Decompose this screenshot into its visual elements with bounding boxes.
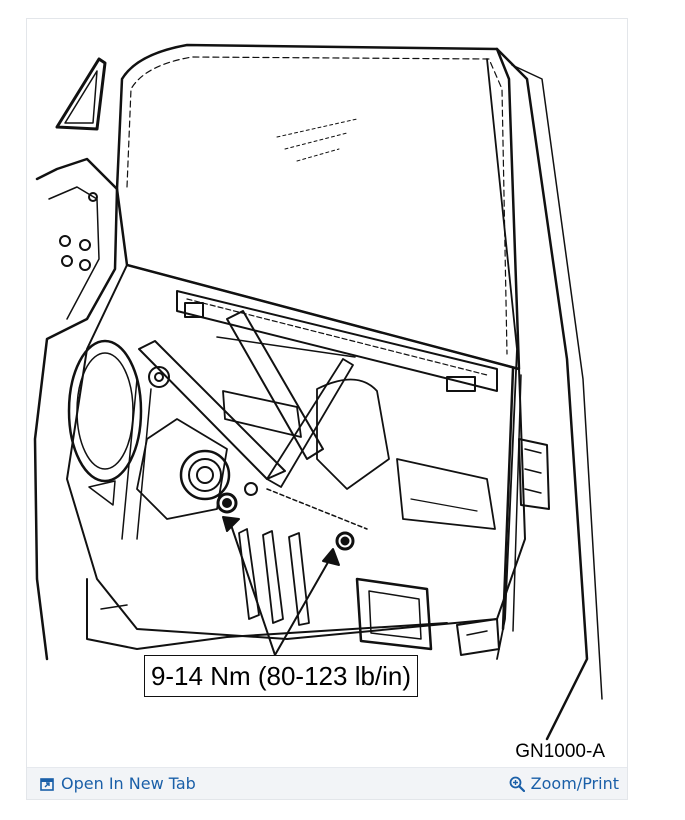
door-linework-svg <box>33 43 603 741</box>
torque-spec-label: 9-14 Nm (80-123 lb/in) <box>144 655 418 697</box>
image-viewer-frame: 9-14 Nm (80-123 lb/in) GN1000-A Open In … <box>26 18 628 800</box>
door-regulator-diagram: 9-14 Nm (80-123 lb/in) GN1000-A <box>27 19 627 764</box>
open-in-new-tab-icon <box>39 776 55 792</box>
open-in-new-tab-label: Open In New Tab <box>61 774 196 793</box>
figure-code-label: GN1000-A <box>515 741 605 762</box>
zoom-print-link[interactable]: Zoom/Print <box>509 774 619 793</box>
image-footer-bar: Open In New Tab Zoom/Print <box>27 767 627 799</box>
open-in-new-tab-link[interactable]: Open In New Tab <box>39 774 196 793</box>
zoom-print-label: Zoom/Print <box>530 774 619 793</box>
zoom-in-icon <box>509 776 525 792</box>
